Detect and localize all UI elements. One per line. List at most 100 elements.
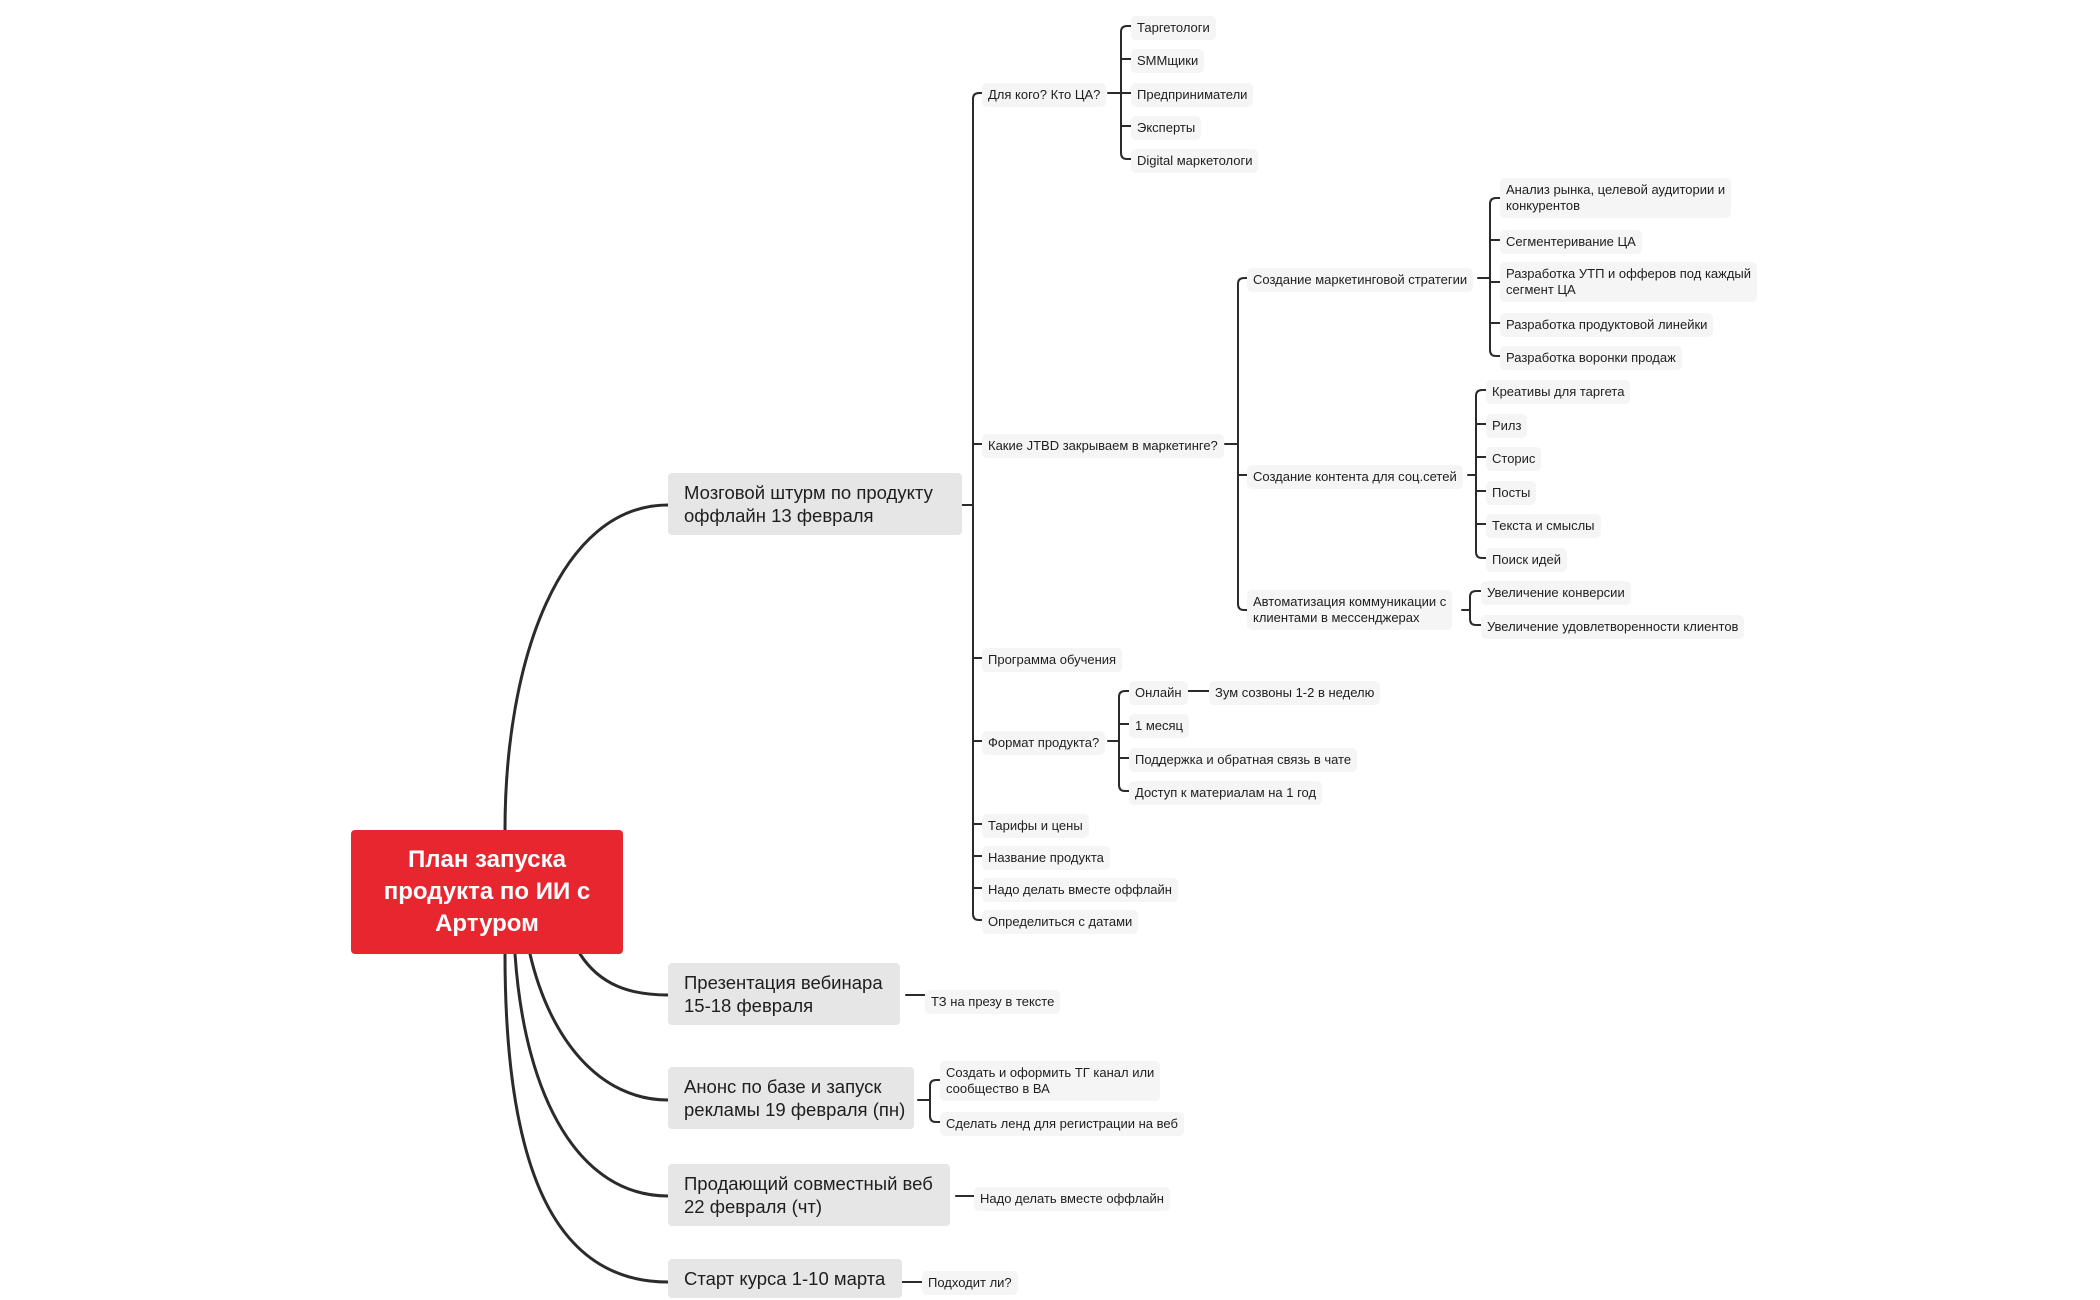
branch-course-start[interactable]: Старт курса 1-10 марта bbox=[668, 1259, 902, 1298]
connector-announce-branch bbox=[929, 1079, 941, 1087]
connector-strategy-branch bbox=[1489, 197, 1501, 205]
connector-content-branch bbox=[1475, 389, 1487, 397]
topic-audience-label: Для кого? Кто ЦА? bbox=[988, 87, 1101, 102]
automation-item[interactable]: Увеличение удовлетворенности клиентов bbox=[1481, 615, 1745, 639]
branch-selling-web-line-1: Продающий совместный веб bbox=[684, 1173, 933, 1194]
automation-item[interactable]: Увеличение конверсии bbox=[1481, 581, 1631, 605]
topic-dates-label: Определиться с датами bbox=[988, 914, 1133, 929]
connector-announce-branch bbox=[929, 1115, 941, 1123]
content-item[interactable]: Рилз bbox=[1486, 414, 1528, 438]
selling-web-item[interactable]: Надо делать вместе оффлайн bbox=[974, 1187, 1170, 1211]
connector-brainstorm-branch bbox=[972, 913, 983, 921]
connector-content-branch bbox=[1475, 551, 1487, 559]
topic-audience[interactable]: Для кого? Кто ЦА? bbox=[982, 83, 1107, 107]
format-item-label: Поддержка и обратная связь в чате bbox=[1135, 752, 1352, 767]
branch-course-start-line-1: Старт курса 1-10 марта bbox=[684, 1268, 886, 1289]
course-start-item-label: Подходит ли? bbox=[928, 1275, 1012, 1290]
announce-item-label: Сделать ленд для регистрации на веб bbox=[946, 1116, 1178, 1131]
topic-product-name[interactable]: Название продукта bbox=[982, 846, 1110, 870]
content-item[interactable]: Посты bbox=[1486, 481, 1537, 505]
topic-strategy[interactable]: Создание маркетинговой стратегии bbox=[1247, 268, 1474, 292]
connector-automation-branch bbox=[1469, 590, 1482, 598]
content-item[interactable]: Текста и смыслы bbox=[1486, 514, 1601, 538]
connector-root-selling-web bbox=[513, 952, 670, 1198]
topic-tariffs[interactable]: Тарифы и цены bbox=[982, 814, 1089, 838]
connector-root-announce bbox=[528, 952, 670, 1102]
branch-announce-line-1: Анонс по базе и запуск bbox=[684, 1076, 882, 1097]
strategy-item[interactable]: Анализ рынка, целевой аудитории и конкур… bbox=[1500, 178, 1732, 218]
topic-offline-together-label: Надо делать вместе оффлайн bbox=[988, 882, 1172, 897]
topic-program[interactable]: Программа обучения bbox=[982, 648, 1123, 672]
automation-item-label: Увеличение удовлетворенности клиентов bbox=[1487, 619, 1739, 634]
audience-item-label: SMMщики bbox=[1137, 53, 1199, 68]
content-item[interactable]: Поиск идей bbox=[1486, 548, 1567, 572]
branch-announce[interactable]: Анонс по базе и запуск рекламы 19 феврал… bbox=[668, 1067, 914, 1129]
topic-content-label: Создание контента для соц.сетей bbox=[1253, 469, 1457, 484]
strategy-item[interactable]: Разработка продуктовой линейки bbox=[1500, 313, 1714, 337]
root-topic[interactable]: План запуска продукта по ИИ с Артуром bbox=[351, 830, 623, 954]
branch-presentation-line-1: Презентация вебинара bbox=[684, 972, 883, 993]
audience-item[interactable]: Digital маркетологи bbox=[1131, 149, 1259, 173]
presentation-item[interactable]: ТЗ на презу в тексте bbox=[925, 990, 1061, 1014]
topic-strategy-label: Создание маркетинговой стратегии bbox=[1253, 272, 1468, 287]
connector-root-course-start bbox=[503, 952, 670, 1284]
connector-format-branch bbox=[1118, 690, 1130, 698]
audience-item-label: Эксперты bbox=[1137, 120, 1196, 135]
format-online[interactable]: Онлайн bbox=[1129, 681, 1188, 705]
format-item-label: 1 месяц bbox=[1135, 718, 1183, 733]
topic-content[interactable]: Создание контента для соц.сетей bbox=[1247, 465, 1463, 489]
root-topic-line-1: План запуска bbox=[408, 846, 566, 873]
format-item[interactable]: Доступ к материалам на 1 год bbox=[1129, 781, 1323, 805]
strategy-item-line-2: сегмент ЦА bbox=[1506, 282, 1576, 297]
content-item-label: Поиск идей bbox=[1492, 552, 1561, 567]
course-start-item[interactable]: Подходит ли? bbox=[922, 1271, 1018, 1295]
branch-selling-web[interactable]: Продающий совместный веб 22 февраля (чт) bbox=[668, 1164, 950, 1226]
format-online-label: Онлайн bbox=[1135, 685, 1182, 700]
format-item[interactable]: Поддержка и обратная связь в чате bbox=[1129, 748, 1358, 772]
audience-item[interactable]: Эксперты bbox=[1131, 116, 1202, 140]
content-item[interactable]: Сторис bbox=[1486, 447, 1542, 471]
announce-item[interactable]: Создать и оформить ТГ канал или сообщест… bbox=[940, 1061, 1161, 1101]
format-online-detail-label: Зум созвоны 1-2 в неделю bbox=[1215, 685, 1375, 700]
strategy-item[interactable]: Сегментеривание ЦА bbox=[1500, 230, 1642, 254]
root-topic-line-3: Артуром bbox=[435, 910, 539, 937]
audience-item-label: Digital маркетологи bbox=[1137, 153, 1253, 168]
strategy-item-line-1: Разработка воронки продаж bbox=[1506, 350, 1676, 365]
topic-automation-line-2: клиентами в мессенджерах bbox=[1253, 610, 1420, 625]
format-online-detail[interactable]: Зум созвоны 1-2 в неделю bbox=[1209, 681, 1381, 705]
audience-item[interactable]: SMMщики bbox=[1131, 49, 1205, 73]
connector-audience-branch bbox=[1120, 25, 1132, 33]
connector-jtbd-branch bbox=[1237, 277, 1248, 285]
topic-dates[interactable]: Определиться с датами bbox=[982, 910, 1139, 934]
connector-root-brainstorm bbox=[503, 503, 670, 832]
audience-item[interactable]: Предприниматели bbox=[1131, 83, 1254, 107]
topic-tariffs-label: Тарифы и цены bbox=[988, 818, 1083, 833]
branch-brainstorm[interactable]: Мозговой штурм по продукту оффлайн 13 фе… bbox=[668, 473, 962, 535]
announce-item[interactable]: Сделать ленд для регистрации на веб bbox=[940, 1112, 1184, 1136]
topic-automation-line-1: Автоматизация коммуникации с bbox=[1253, 594, 1447, 609]
selling-web-item-label: Надо делать вместе оффлайн bbox=[980, 1191, 1164, 1206]
strategy-item[interactable]: Разработка УТП и офферов под каждый сегм… bbox=[1500, 262, 1758, 302]
branch-presentation[interactable]: Презентация вебинара 15-18 февраля bbox=[668, 963, 900, 1025]
strategy-item-line-2: конкурентов bbox=[1506, 198, 1581, 213]
topic-automation[interactable]: Автоматизация коммуникации с клиентами в… bbox=[1247, 590, 1453, 630]
strategy-item-line-1: Разработка продуктовой линейки bbox=[1506, 317, 1708, 332]
format-item[interactable]: 1 месяц bbox=[1129, 714, 1189, 738]
automation-item-label: Увеличение конверсии bbox=[1487, 585, 1625, 600]
audience-item[interactable]: Таргетологи bbox=[1131, 16, 1216, 40]
announce-item-line-1: Создать и оформить ТГ канал или bbox=[946, 1065, 1155, 1080]
topic-jtbd[interactable]: Какие JTBD закрываем в маркетинге? bbox=[982, 434, 1224, 458]
topic-offline-together[interactable]: Надо делать вместе оффлайн bbox=[982, 878, 1178, 902]
branch-selling-web-line-2: 22 февраля (чт) bbox=[684, 1196, 823, 1217]
branch-announce-line-2: рекламы 19 февраля (пн) bbox=[684, 1099, 906, 1120]
audience-item-label: Таргетологи bbox=[1137, 20, 1210, 35]
connector-root-presentation bbox=[578, 952, 670, 997]
content-item[interactable]: Креативы для таргета bbox=[1486, 380, 1631, 404]
topic-format-label: Формат продукта? bbox=[988, 735, 1100, 750]
strategy-item[interactable]: Разработка воронки продаж bbox=[1500, 346, 1682, 370]
format-item-label: Доступ к материалам на 1 год bbox=[1135, 785, 1317, 800]
topic-format[interactable]: Формат продукта? bbox=[982, 731, 1106, 755]
branch-presentation-line-2: 15-18 февраля bbox=[684, 995, 814, 1016]
